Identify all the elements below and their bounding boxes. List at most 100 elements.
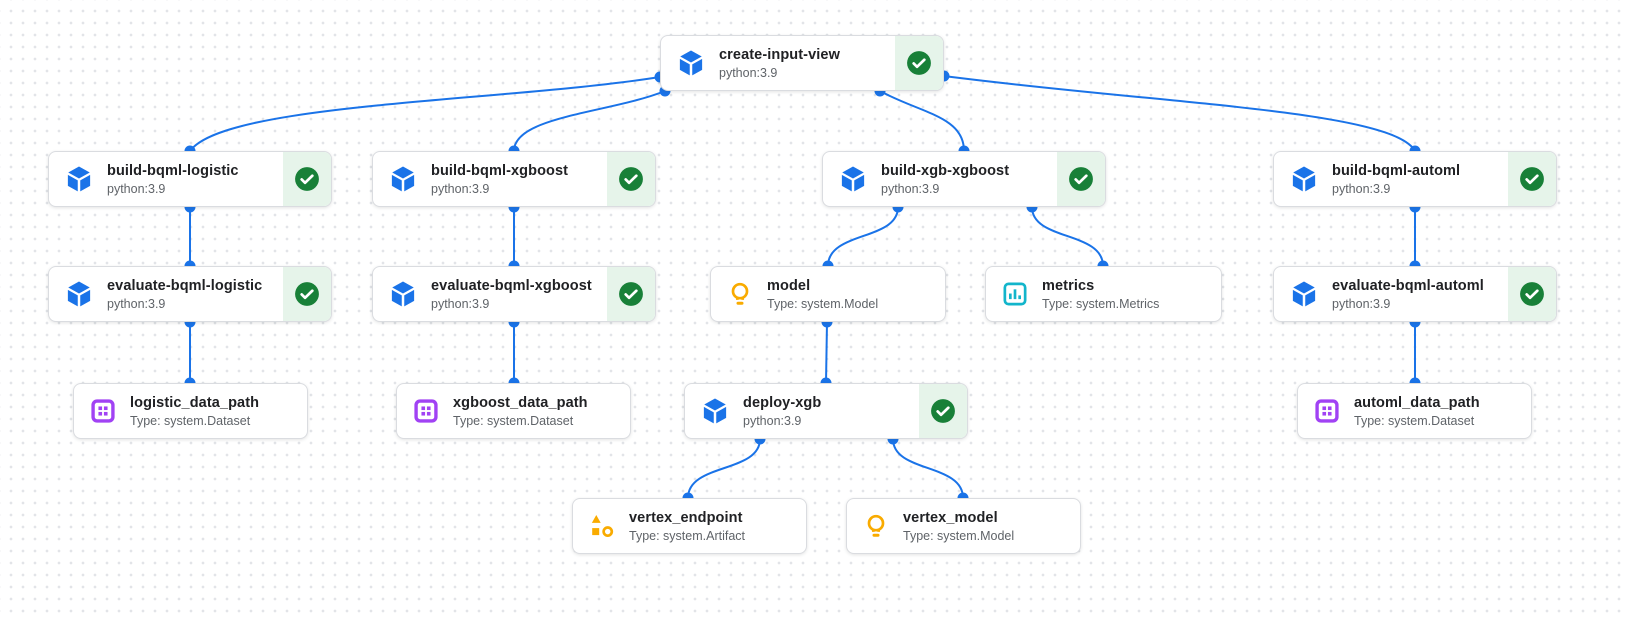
node-subtitle: python:3.9 — [1332, 296, 1391, 311]
cube-icon — [64, 279, 94, 309]
bulb-icon — [726, 280, 754, 308]
node-title: automl_data_path — [1354, 394, 1480, 411]
node-text: deploy-xgb python:3.9 — [743, 395, 821, 428]
node-title: evaluate-bqml-xgboost — [431, 277, 592, 294]
node-title: model — [767, 277, 811, 294]
node-build-xgb-xgboost[interactable]: build-xgb-xgboost python:3.9 — [822, 151, 1106, 207]
node-text: evaluate-bqml-xgboost python:3.9 — [431, 278, 592, 311]
dataset-icon — [89, 397, 117, 425]
node-subtitle: Type: system.Dataset — [130, 413, 251, 428]
node-subtitle: python:3.9 — [431, 296, 490, 311]
node-text: build-xgb-xgboost python:3.9 — [881, 163, 1009, 196]
node-text: build-bqml-automl python:3.9 — [1332, 163, 1460, 196]
status-badge — [1508, 152, 1556, 206]
node-subtitle: Type: system.Dataset — [1354, 413, 1475, 428]
node-title: logistic_data_path — [130, 394, 260, 411]
node-subtitle: python:3.9 — [107, 296, 166, 311]
status-badge — [607, 267, 655, 321]
node-title: build-bqml-logistic — [107, 162, 239, 179]
node-subtitle: Type: system.Model — [767, 296, 879, 311]
node-title: vertex_endpoint — [629, 509, 743, 526]
check-circle-icon — [294, 281, 320, 307]
node-build-bqml-logistic[interactable]: build-bqml-logistic python:3.9 — [48, 151, 332, 207]
edge-build-xgb-xgboost-to-metrics — [1031, 206, 1104, 267]
node-title: create-input-view — [719, 46, 840, 63]
node-title: build-xgb-xgboost — [881, 162, 1010, 179]
node-evaluate-bqml-logistic[interactable]: evaluate-bqml-logistic python:3.9 — [48, 266, 332, 322]
check-circle-icon — [1068, 166, 1094, 192]
status-badge — [895, 36, 943, 90]
node-subtitle: python:3.9 — [881, 181, 940, 196]
dataset-icon — [412, 397, 440, 425]
status-badge — [283, 267, 331, 321]
node-create-input-view[interactable]: create-input-view python:3.9 — [660, 35, 944, 91]
node-evaluate-bqml-automl[interactable]: evaluate-bqml-automl python:3.9 — [1273, 266, 1557, 322]
dataset-icon — [1313, 397, 1341, 425]
edge-model-to-deploy-xgb — [825, 321, 828, 384]
edge-deploy-xgb-to-vertex_model — [892, 438, 964, 499]
node-subtitle: Type: system.Model — [903, 528, 1015, 543]
node-subtitle: python:3.9 — [719, 65, 778, 80]
node-subtitle: python:3.9 — [107, 181, 166, 196]
cube-icon — [1289, 164, 1319, 194]
node-evaluate-bqml-xgboost[interactable]: evaluate-bqml-xgboost python:3.9 — [372, 266, 656, 322]
node-subtitle: python:3.9 — [1332, 181, 1391, 196]
check-circle-icon — [930, 398, 956, 424]
node-text: create-input-view python:3.9 — [719, 47, 840, 80]
status-badge — [607, 152, 655, 206]
node-build-bqml-automl[interactable]: build-bqml-automl python:3.9 — [1273, 151, 1557, 207]
node-title: deploy-xgb — [743, 394, 822, 411]
cube-icon — [64, 164, 94, 194]
edge-create-input-view-to-build-bqml-logistic — [189, 76, 661, 152]
check-circle-icon — [294, 166, 320, 192]
node-title: evaluate-bqml-logistic — [107, 277, 263, 294]
node-title: vertex_model — [903, 509, 998, 526]
artifact-icon — [588, 512, 616, 540]
status-badge — [283, 152, 331, 206]
cube-icon — [388, 164, 418, 194]
check-circle-icon — [1519, 281, 1545, 307]
node-title: metrics — [1042, 277, 1095, 294]
bulb-icon — [862, 512, 890, 540]
metrics-icon — [1001, 280, 1029, 308]
cube-icon — [676, 48, 706, 78]
node-subtitle: Type: system.Dataset — [453, 413, 574, 428]
status-badge — [919, 384, 967, 438]
check-circle-icon — [906, 50, 932, 76]
edge-deploy-xgb-to-vertex_endpoint — [687, 438, 761, 499]
node-title: build-bqml-automl — [1332, 162, 1461, 179]
check-circle-icon — [618, 281, 644, 307]
cube-icon — [388, 279, 418, 309]
cube-icon — [838, 164, 868, 194]
node-title: evaluate-bqml-automl — [1332, 277, 1484, 294]
node-subtitle: python:3.9 — [431, 181, 490, 196]
node-text: build-bqml-logistic python:3.9 — [107, 163, 239, 196]
edge-create-input-view-to-build-bqml-automl — [943, 75, 1416, 152]
node-text: evaluate-bqml-logistic python:3.9 — [107, 278, 262, 311]
node-deploy-xgb[interactable]: deploy-xgb python:3.9 — [684, 383, 968, 439]
check-circle-icon — [1519, 166, 1545, 192]
node-title: xgboost_data_path — [453, 394, 588, 411]
node-subtitle: python:3.9 — [743, 413, 802, 428]
edge-build-xgb-xgboost-to-model — [827, 206, 899, 267]
node-text: evaluate-bqml-automl python:3.9 — [1332, 278, 1484, 311]
status-badge — [1057, 152, 1105, 206]
cube-icon — [700, 396, 730, 426]
node-subtitle: Type: system.Metrics — [1042, 296, 1160, 311]
